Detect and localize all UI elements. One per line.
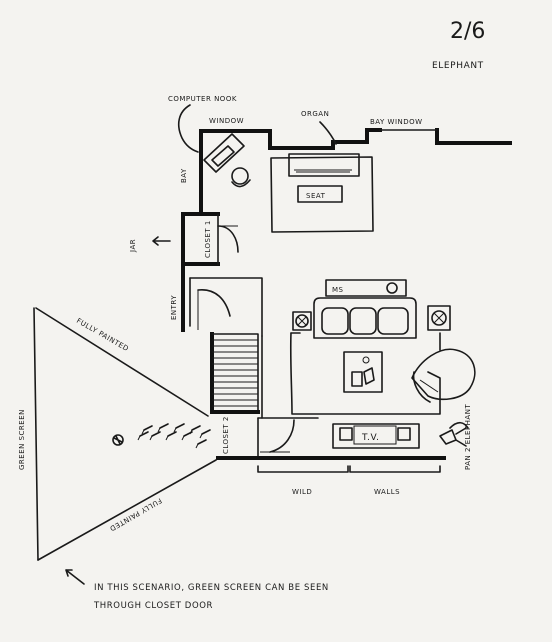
organ-label: ORGAN <box>301 110 329 118</box>
page-number: 2/6 <box>450 19 485 44</box>
entry-label: ENTRY <box>170 295 178 320</box>
coffee-table <box>343 351 383 393</box>
fully-painted-top-label: FULLY PAINTED <box>75 317 130 353</box>
organ-rug <box>270 153 374 233</box>
tv-label: T.V. <box>361 433 380 443</box>
closet-1-label: CLOSET 1 <box>204 220 212 258</box>
walls-label: WALLS <box>374 488 400 496</box>
computer-nook-leader <box>177 104 199 153</box>
pan-camera <box>439 421 469 447</box>
closet-2 <box>257 417 319 457</box>
window-label: WINDOW <box>209 117 244 125</box>
note-line-2: THROUGH CLOSET DOOR <box>93 601 213 611</box>
scene-title: ELEPHANT <box>432 61 484 71</box>
wild-walls-bracket <box>257 465 441 473</box>
wild-label: WILD <box>292 488 312 496</box>
ms-shelf <box>325 279 407 297</box>
entry-area <box>181 262 263 337</box>
closet-2-label: CLOSET 2 <box>222 416 230 454</box>
green-screen-area <box>33 307 217 561</box>
jar-arrow <box>152 236 171 246</box>
seat-label: SEAT <box>306 192 326 200</box>
closet-1-door <box>217 213 239 265</box>
computer-nook-label: COMPUTER NOOK <box>168 95 237 103</box>
couch <box>313 297 417 339</box>
ms-label: MS <box>332 286 344 294</box>
note-arrow <box>65 569 85 585</box>
pan-to-elephant-label: PAN 2 ELEPHANT <box>464 404 472 470</box>
living-room-rug <box>289 332 441 415</box>
organ-leader <box>319 121 337 145</box>
green-screen-label: GREEN SCREEN <box>18 409 26 470</box>
camera-sightlines <box>112 423 211 449</box>
pan-label-text: PAN 2 ELEPHANT <box>464 404 472 470</box>
armchair <box>411 348 476 403</box>
side-table-right <box>427 305 451 331</box>
stairs <box>210 332 259 413</box>
bay-label: BAY <box>180 168 188 183</box>
top-room-walls <box>181 128 512 266</box>
tv-stand <box>332 423 420 449</box>
jar-label: JAR <box>129 239 137 253</box>
fully-painted-bottom-label: FULLY PAINTED <box>108 496 163 532</box>
bay-window-label: BAY WINDOW <box>370 118 423 126</box>
note-line-1: IN THIS SCENARIO, GREEN SCREEN CAN BE SE… <box>94 583 329 593</box>
side-table-left <box>292 311 312 331</box>
computer-desk <box>203 133 251 188</box>
